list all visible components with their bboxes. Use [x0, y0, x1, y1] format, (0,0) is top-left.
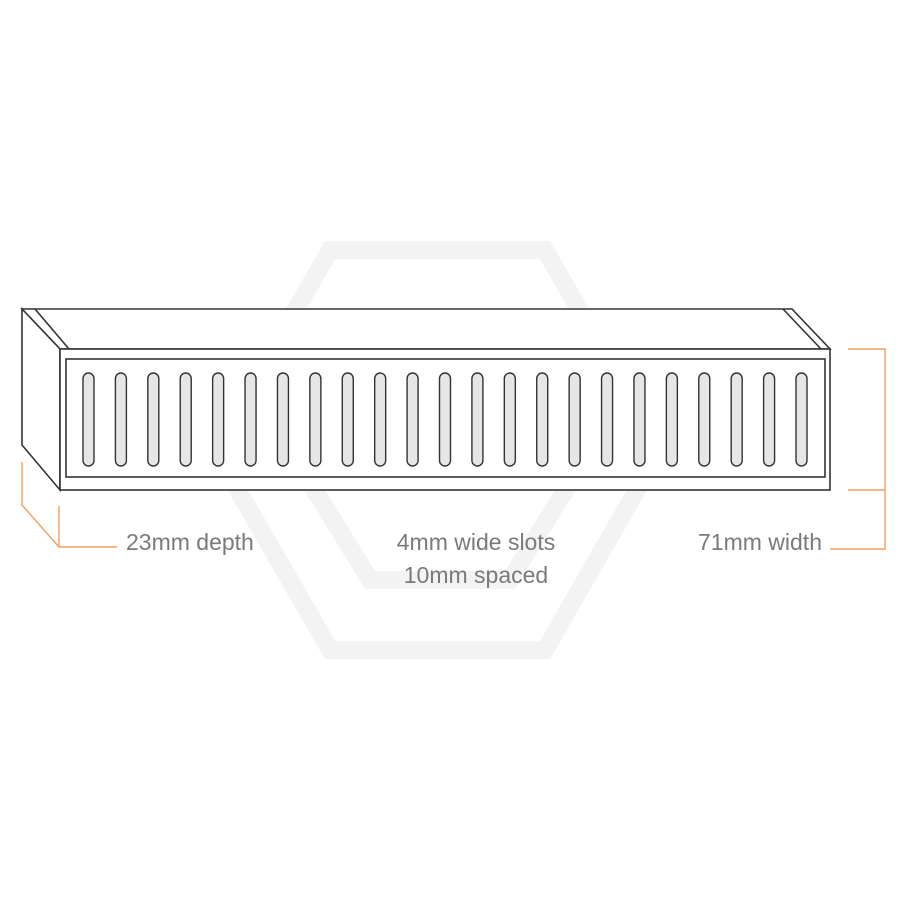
drain-slot — [665, 372, 679, 467]
dimension-lines — [21, 348, 886, 550]
depth-dimension — [21, 462, 117, 548]
width-dimension — [830, 348, 886, 550]
drain-slot — [82, 372, 95, 467]
drain-slot — [698, 372, 711, 467]
drain-slot — [179, 372, 192, 467]
drain-slot — [795, 372, 808, 467]
drain-slot — [309, 372, 322, 467]
grate-frame — [65, 358, 826, 478]
drain-slot — [114, 372, 128, 467]
depth-label: 23mm depth — [126, 529, 254, 555]
drain-slot — [211, 372, 225, 467]
drain-slot — [276, 372, 290, 467]
drain-slot — [600, 372, 614, 467]
drain-slot — [633, 372, 646, 467]
drain-slot — [568, 372, 581, 467]
drain-slot — [438, 372, 452, 467]
top-face — [20, 308, 832, 350]
drain-slot — [406, 372, 419, 467]
drain-slot — [730, 372, 743, 467]
drain-slot — [536, 372, 549, 467]
drain-slot — [147, 372, 160, 467]
drain-slot — [503, 372, 517, 467]
slot-spacing-label: 10mm spaced — [403, 562, 549, 588]
width-label: 71mm width — [698, 529, 822, 555]
slot-width-label: 4mm wide slots — [396, 529, 556, 555]
drain-slot — [762, 372, 776, 467]
drain-slot — [244, 372, 257, 467]
drain-slot — [341, 372, 354, 467]
drain-slot — [471, 372, 484, 467]
drain-slot — [373, 372, 387, 467]
